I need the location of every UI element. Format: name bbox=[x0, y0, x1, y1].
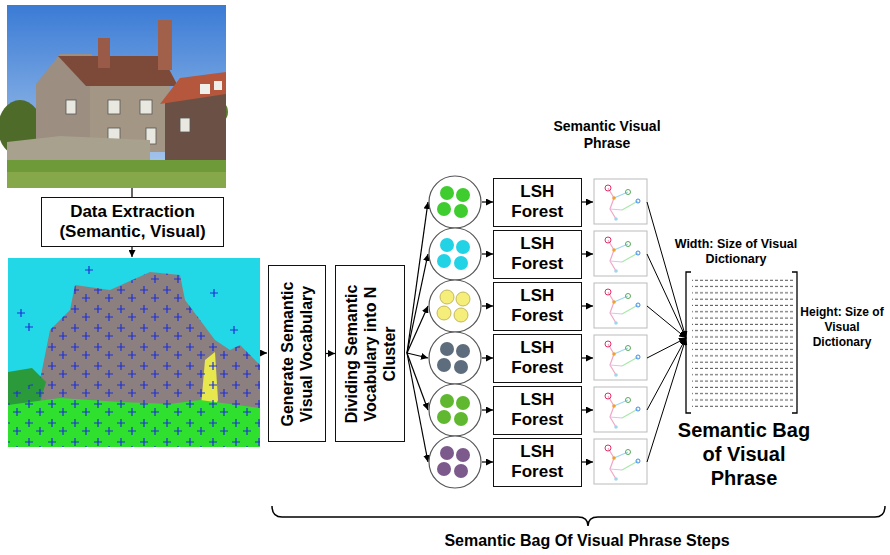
row-arrows bbox=[482, 202, 593, 462]
lsh-forest-box: LSH Forest bbox=[493, 334, 582, 383]
flow-arrow bbox=[260, 352, 267, 353]
node-text: LSH Forest bbox=[499, 390, 576, 430]
cluster-circles bbox=[429, 176, 481, 488]
lsh-forest-box: LSH Forest bbox=[493, 438, 582, 487]
lsh-forest-box: LSH Forest bbox=[493, 282, 582, 331]
lsh-forest-box: LSH Forest bbox=[493, 178, 582, 227]
section-heading: Semantic Visual Phrase bbox=[542, 118, 672, 152]
dimension-label: Width: Size of Visual Dictionary bbox=[656, 237, 816, 267]
node-text: Data Extraction (Semantic, Visual) bbox=[47, 202, 218, 242]
process-box: Data Extraction (Semantic, Visual) bbox=[41, 197, 224, 247]
node-text: LSH Forest bbox=[499, 442, 576, 482]
node-text: LSH Forest bbox=[499, 182, 576, 222]
lsh-forest-box: LSH Forest bbox=[493, 386, 582, 435]
process-box: Dividing Semantic Vocabulary into N Clus… bbox=[335, 265, 405, 442]
steps-bracket bbox=[272, 506, 885, 526]
output-title: Semantic Bag of Visual Phrase bbox=[669, 418, 819, 490]
node-text: Dividing Semantic Vocabulary into N Clus… bbox=[342, 270, 399, 437]
phrase-graph-icons bbox=[594, 179, 647, 484]
flow-arrow bbox=[131, 247, 132, 257]
lsh-forest-box: LSH Forest bbox=[493, 230, 582, 279]
node-text: LSH Forest bbox=[499, 338, 576, 378]
connector-arrow bbox=[326, 353, 335, 354]
dimension-label: Height: Size of Visual Dictionary bbox=[799, 305, 885, 350]
node-text: Generate Semantic Visual Vocabulary bbox=[278, 270, 316, 437]
house-photo bbox=[0, 5, 228, 188]
process-box: Generate Semantic Visual Vocabulary bbox=[268, 265, 326, 442]
phrase-matrix bbox=[686, 272, 797, 413]
bracket-caption: Semantic Bag Of Visual Phrase Steps bbox=[387, 531, 787, 550]
segmentation-image bbox=[8, 258, 260, 447]
fan-out-arrows bbox=[407, 202, 428, 462]
node-text: LSH Forest bbox=[499, 286, 576, 326]
node-text: LSH Forest bbox=[499, 234, 576, 274]
leader-line bbox=[131, 188, 132, 197]
